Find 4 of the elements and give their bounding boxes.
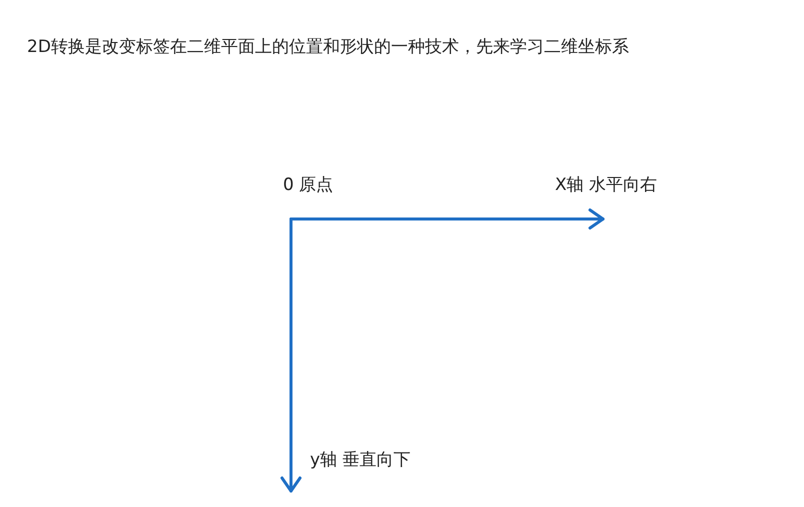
axis-label: y轴 垂直向下 <box>310 449 410 471</box>
origin-label: 0 原点 <box>283 174 334 196</box>
heading-text: 2D转换是改变标签在二维平面上的位置和形状的一种技术，先来学习二维坐标系 <box>27 36 629 58</box>
axis-label: X轴 水平向右 <box>555 174 658 196</box>
